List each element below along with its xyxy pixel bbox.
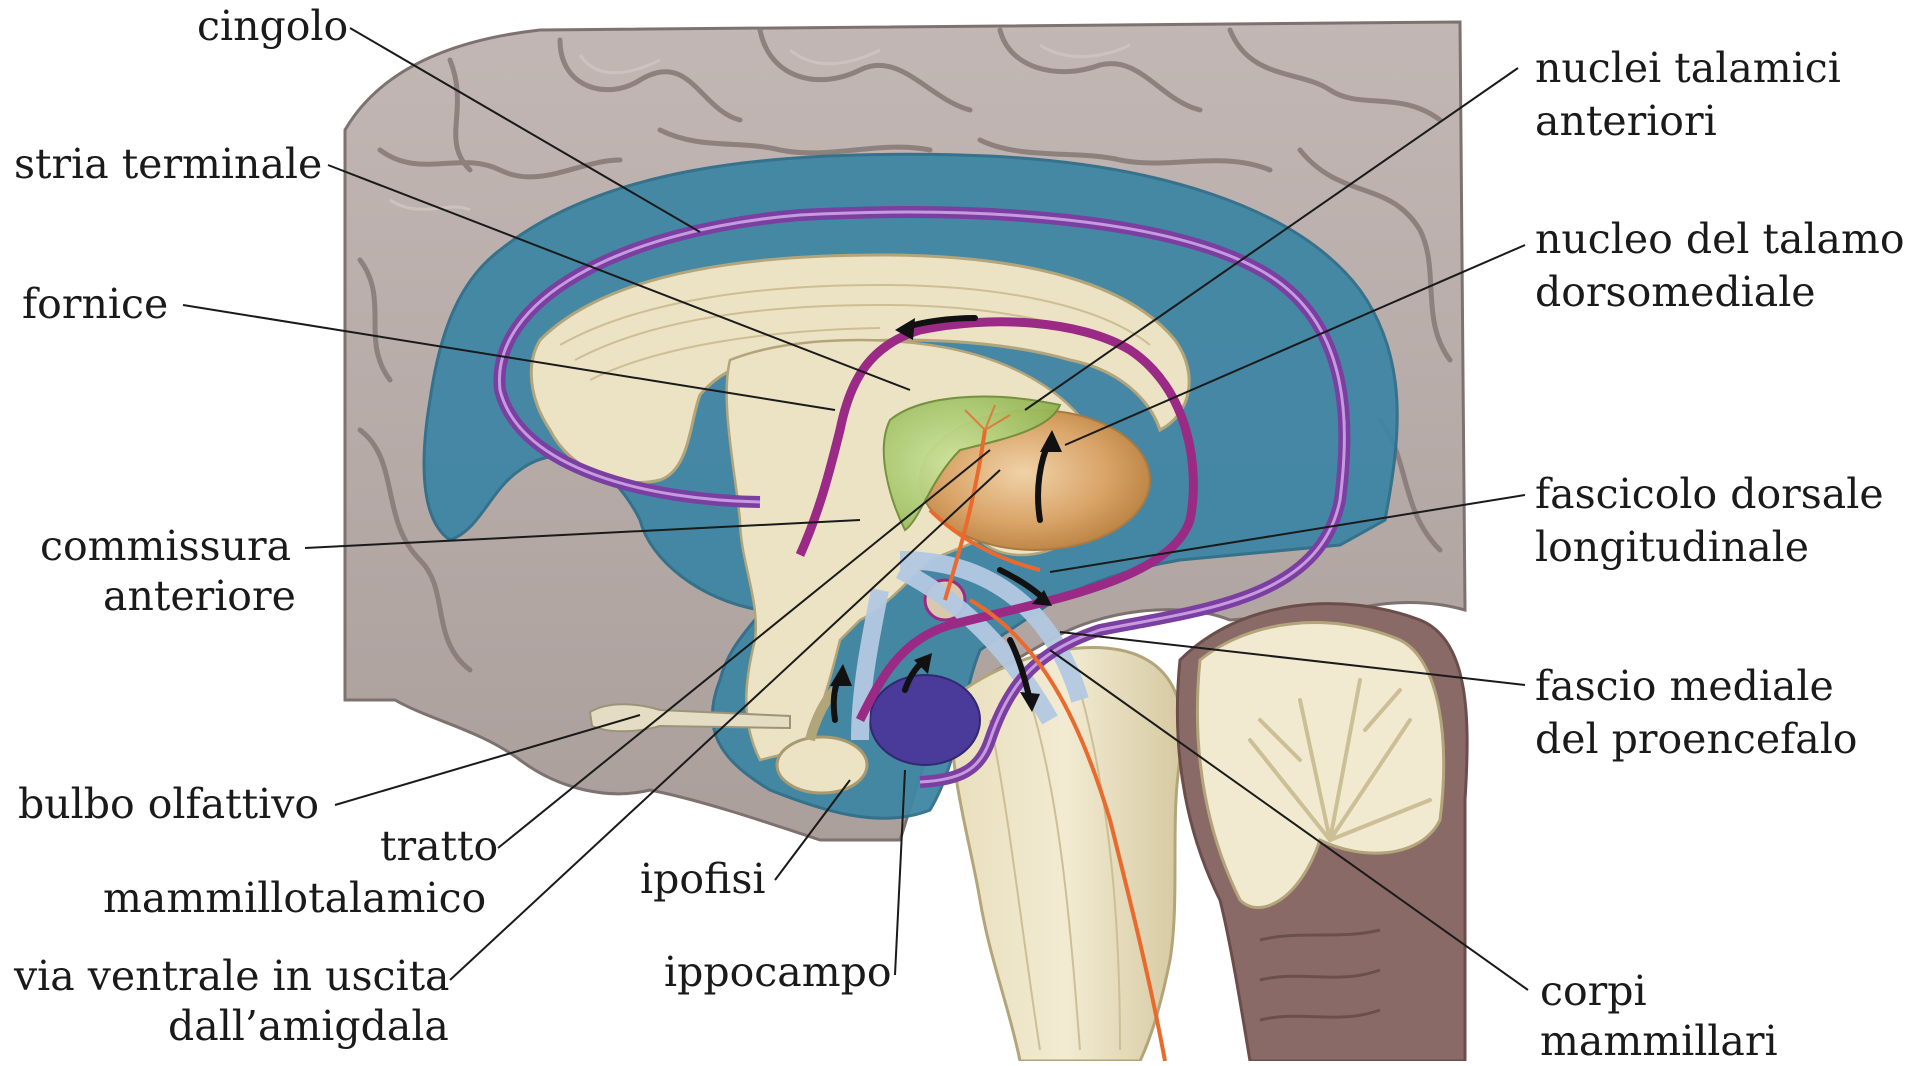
label-via-ventrale-1: via ventrale in uscita — [13, 952, 450, 1000]
label-fascicolo-dorsale-2: longitudinale — [1535, 523, 1809, 571]
label-nuclei-talamici-1: nuclei talamici — [1535, 44, 1841, 92]
label-nucleo-talamo-1: nucleo del talamo — [1535, 215, 1905, 263]
label-stria-terminale: stria terminale — [14, 140, 322, 188]
label-corpi-mammillari-2: mammillari — [1540, 1017, 1778, 1061]
label-ippocampo: ippocampo — [664, 948, 892, 996]
label-commissura-anteriore-1: commissura — [40, 522, 291, 570]
label-nucleo-talamo-2: dorsomediale — [1535, 268, 1816, 316]
label-fascio-mediale-1: fascio mediale — [1535, 662, 1834, 710]
hippocampus — [870, 675, 980, 765]
label-corpi-mammillari-1: corpi — [1540, 967, 1647, 1015]
label-tratto-mammillotalamico-2: mammillotalamico — [103, 874, 486, 922]
label-ipofisi: ipofisi — [640, 855, 766, 903]
label-tratto-mammillotalamico-1: tratto — [380, 822, 498, 870]
cerebellum — [1177, 604, 1467, 1061]
label-fascicolo-dorsale-1: fascicolo dorsale — [1535, 470, 1884, 518]
label-cingolo: cingolo — [197, 2, 348, 50]
labels-right: nuclei talamici anteriori nucleo del tal… — [1535, 44, 1905, 1061]
label-bulbo-olfattivo: bulbo olfattivo — [18, 780, 319, 828]
label-fornice: fornice — [22, 280, 168, 328]
label-commissura-anteriore-2: anteriore — [103, 572, 296, 620]
label-fascio-mediale-2: del proencefalo — [1535, 715, 1858, 763]
label-via-ventrale-2: dall’amigdala — [168, 1002, 449, 1050]
pituitary — [777, 737, 867, 793]
label-nuclei-talamici-2: anteriori — [1535, 97, 1717, 145]
